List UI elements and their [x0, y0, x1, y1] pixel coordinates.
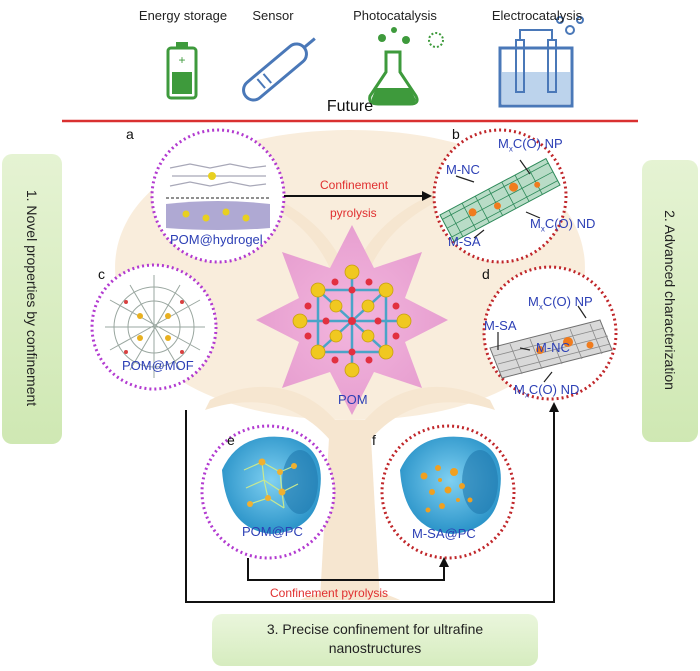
- right-side-box: [642, 160, 698, 442]
- bottom-label-line1: 3. Precise confinement for ultrafine: [266, 621, 484, 637]
- top-arrow-label-line2: pyrolysis: [330, 206, 377, 220]
- panel-a-label: POM@hydrogel: [170, 232, 263, 247]
- panel-d-label-sa: M-SA: [484, 318, 517, 333]
- arrow-e-to-f: [247, 557, 449, 581]
- flask-icon: [368, 27, 444, 106]
- panel-letter-a: a: [126, 126, 134, 142]
- bottom-label-line2: nanostructures: [328, 640, 422, 656]
- electrochemical-cell-icon: [498, 16, 584, 108]
- arrow-a-to-b: [284, 191, 432, 201]
- panel-letter-b: b: [452, 126, 460, 142]
- panel-b-label-sa: M-SA: [448, 234, 481, 249]
- energy-storage-label: Energy storage: [138, 8, 228, 23]
- panel-c-label: POM@MOF: [122, 358, 194, 373]
- panel-b-label-nc: M-NC: [446, 162, 480, 177]
- left-side-box: [2, 154, 62, 444]
- center-pom-label: POM: [338, 392, 368, 407]
- panel-letter-d: d: [482, 266, 490, 282]
- panel-b-circle: [432, 128, 568, 264]
- panel-f-label: M-SA@PC: [412, 526, 476, 541]
- electrocatalysis-label: Electrocatalysis: [491, 8, 583, 23]
- center-pom-star: [256, 225, 448, 415]
- right-side-label: 2. Advanced characterization: [662, 210, 678, 390]
- bottom-box: [212, 614, 538, 666]
- panel-d-circle: [482, 265, 618, 401]
- panel-d-label-np: MxC(O) NP: [528, 294, 593, 312]
- svg-text:+: +: [178, 53, 185, 67]
- panel-e-circle: [200, 424, 336, 560]
- bottom-label: 3. Precise confinement for ultrafine nan…: [212, 620, 538, 658]
- sensor-label: Sensor: [252, 8, 294, 23]
- panel-letter-e: e: [227, 432, 235, 448]
- panel-d-label-nc: M-NC: [536, 340, 570, 355]
- panel-d-label-nd: MxC(O) ND: [514, 382, 580, 400]
- panel-c-circle: [90, 263, 218, 391]
- arrow-c-to-d: [185, 402, 559, 603]
- left-side-label: 1. Novel properties by confinement: [24, 189, 40, 407]
- panel-b-label-nd: MxC(O) ND: [530, 216, 596, 234]
- panel-letter-c: c: [98, 266, 105, 282]
- photocatalysis-label: Photocatalysis: [353, 8, 437, 23]
- battery-icon: +: [166, 42, 198, 100]
- top-arrow-label-line1: Confinement: [320, 178, 389, 192]
- future-label: Future: [326, 98, 374, 115]
- sensor-icon: [242, 37, 316, 102]
- panel-f-circle: [380, 424, 516, 560]
- bottom-arrow-label: Confinement pyrolysis: [270, 586, 389, 600]
- panel-e-label: POM@PC: [242, 524, 303, 539]
- panel-b-label-np: MxC(O) NP: [498, 136, 563, 154]
- panel-letter-f: f: [372, 432, 376, 448]
